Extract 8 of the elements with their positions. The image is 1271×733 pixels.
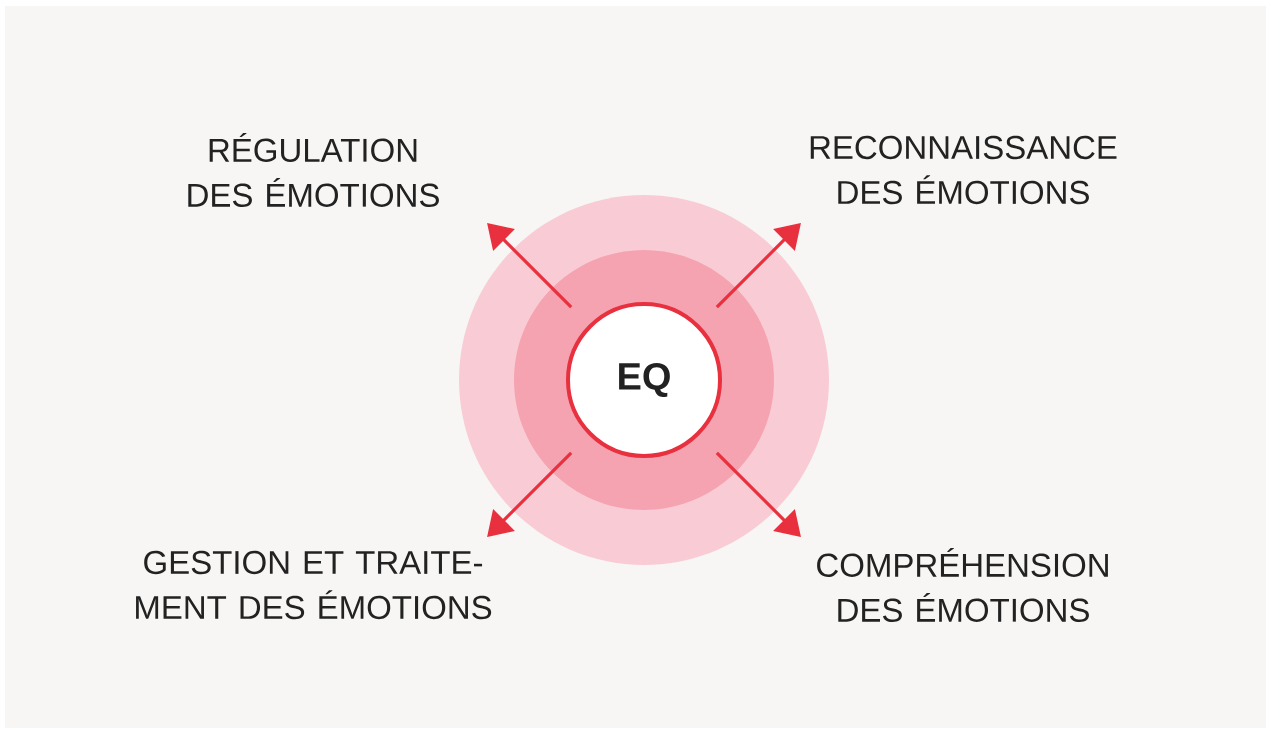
- arrow: [487, 223, 573, 309]
- heading-label: RECONNAISSANCE DES ÉMOTIONS: [810, 135, 1117, 205]
- arrow: [487, 451, 573, 537]
- heading-label: GESTION ET TRAITE- MENT DES ÉMOTIONS: [136, 550, 492, 620]
- heading-label: COMPRÉHENSION DES ÉMOTIONS: [817, 548, 1108, 622]
- arrow: [715, 451, 801, 537]
- arrow: [715, 223, 801, 309]
- heading-label: RÉGULATION DES ÉMOTIONS: [188, 133, 439, 207]
